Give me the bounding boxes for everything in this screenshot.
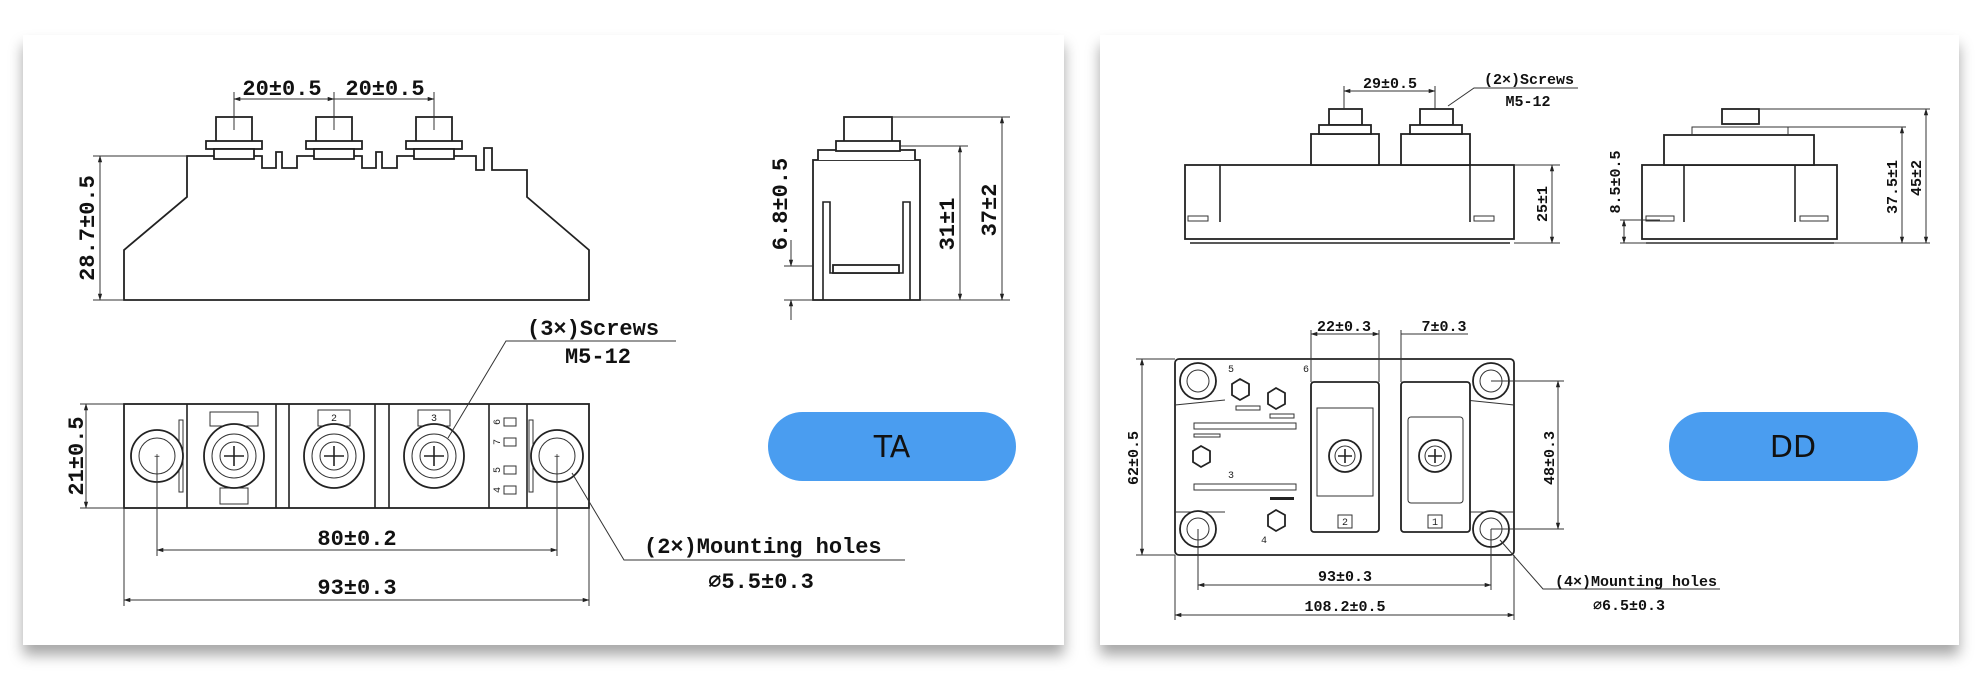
dd-hole-pitch-x-label: 93±0.3 — [1318, 569, 1372, 586]
ta-aux-pins: 6 7 5 4 — [493, 417, 517, 495]
dd-hole-pitch-y-label: 48±0.3 — [1542, 431, 1559, 485]
dd-mounting-hole — [1179, 362, 1217, 400]
ta-card: 20±0.5 20±0.5 28.7±0.5 6.8±0.5 31±1 37±2 — [23, 35, 1064, 645]
dd-screws-spec: M5-12 — [1505, 94, 1550, 111]
ta-terminal-3 — [405, 116, 463, 160]
ta-holes-spec: ∅5.5±0.3 — [708, 570, 814, 595]
dd-side-total-label: 45±2 — [1909, 160, 1926, 196]
dd-height-label: 25±1 — [1535, 186, 1552, 222]
ta-side-total-label: 37±2 — [978, 184, 1003, 237]
ta-badge[interactable]: TA — [768, 412, 1016, 481]
svg-text:5: 5 — [493, 467, 504, 473]
ta-screws-label: (3×)Screws — [527, 317, 659, 342]
ta-screw-3: 3 — [403, 409, 465, 489]
svg-text:7: 7 — [493, 439, 504, 445]
dd-front-view: 29±0.5 (2×)Screws M5-12 25±1 — [1184, 72, 1578, 244]
svg-text:4: 4 — [493, 487, 504, 493]
ta-side-view: 6.8±0.5 31±1 37±2 — [769, 116, 1010, 320]
ta-badge-label: TA — [873, 430, 911, 465]
dd-pitch-label: 29±0.5 — [1363, 76, 1417, 93]
ta-width-label: 21±0.5 — [65, 416, 90, 495]
dd-plan-view: 5 6 3 4 2 1 22±0.3 7±0.3 62±0.5 48±0.3 9… — [1126, 319, 1720, 620]
dd-side-view: 8.5±0.5 37.5±1 45±2 — [1608, 108, 1930, 244]
dd-terminal-number-5: 5 — [1228, 365, 1234, 376]
ta-terminal-number-2: 2 — [331, 414, 337, 425]
dd-screw — [1418, 439, 1452, 473]
ta-pitch2-label: 20±0.5 — [345, 77, 424, 102]
dd-holes-label: (4×)Mounting holes — [1555, 574, 1717, 591]
dd-terminal-number-2: 2 — [1342, 518, 1348, 529]
dd-terminal-number-3: 3 — [1228, 471, 1234, 482]
ta-screw-2: 2 — [303, 409, 365, 489]
dd-terminal-number-4: 4 — [1261, 536, 1267, 547]
dd-terminal-gap-label: 7±0.3 — [1421, 319, 1466, 336]
dd-screws-label: (2×)Screws — [1484, 72, 1574, 89]
ta-holes-label: (2×)Mounting holes — [644, 535, 882, 560]
dd-badge[interactable]: DD — [1669, 412, 1918, 481]
dd-terminal-number-6: 6 — [1303, 365, 1309, 376]
ta-terminal-number-3: 3 — [431, 414, 437, 425]
svg-text:6: 6 — [493, 419, 504, 425]
ta-hole-pitch-label: 80±0.2 — [317, 527, 396, 552]
dd-holes-spec: ∅6.5±0.3 — [1593, 598, 1665, 615]
dd-terminal-width-label: 22±0.3 — [1317, 319, 1371, 336]
ta-screws-spec: M5-12 — [565, 345, 631, 370]
ta-terminal-1 — [205, 116, 263, 160]
ta-pitch1-label: 20±0.5 — [242, 77, 321, 102]
dd-side-offset-label: 8.5±0.5 — [1608, 150, 1625, 213]
ta-side-offset-label: 6.8±0.5 — [769, 158, 794, 250]
ta-front-view: 20±0.5 20±0.5 28.7±0.5 — [76, 77, 590, 301]
dd-length-label: 108.2±0.5 — [1304, 599, 1385, 616]
dd-width-label: 62±0.5 — [1126, 431, 1143, 485]
dd-card: 29±0.5 (2×)Screws M5-12 25±1 8.5±0.5 37.… — [1100, 35, 1959, 645]
ta-plan-view: + + 2 3 6 7 5 4 21±0.5 80±0.2 93±0.3 (3× — [65, 317, 905, 606]
ta-side-body-label: 31±1 — [936, 198, 961, 251]
dd-terminal-number-1: 1 — [1432, 518, 1438, 529]
dd-badge-label: DD — [1770, 430, 1816, 465]
ta-height-label: 28.7±0.5 — [76, 175, 101, 281]
ta-length-label: 93±0.3 — [317, 576, 396, 601]
dd-side-body-label: 37.5±1 — [1885, 160, 1902, 214]
dd-screw — [1328, 439, 1362, 473]
ta-screw-1 — [203, 411, 265, 505]
